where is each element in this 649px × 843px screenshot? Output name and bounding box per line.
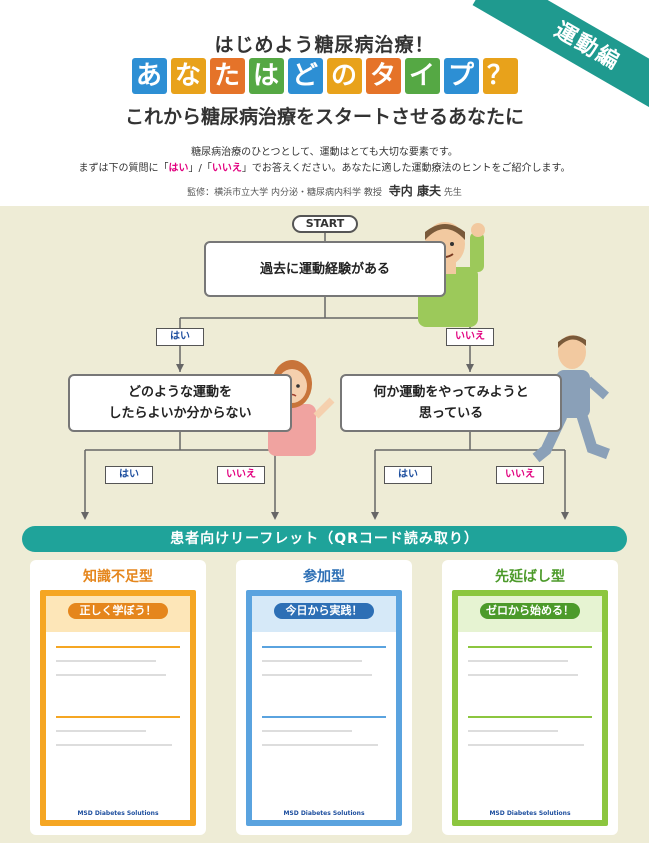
- intro-text-part: 」でお答えください。あなたに適した運動療法のヒントをご紹介します。: [241, 163, 571, 174]
- leaflet-title: 今日から実践！: [274, 603, 374, 619]
- yes-tag: はい: [105, 466, 153, 484]
- leaflet-page: 今日から実践！ MSD Diabetes Solutions: [252, 596, 396, 820]
- leaflet-content: [262, 744, 378, 746]
- card-title: 知識不足型: [83, 569, 153, 585]
- supervisor-honorific: 先生: [443, 188, 462, 198]
- leaflet-content: [56, 716, 180, 718]
- question-3-line-1: 何か運動をやってみようと: [373, 385, 529, 400]
- tagline: はじめよう糖尿病治療！: [214, 34, 435, 56]
- leaflet-content: [262, 646, 386, 648]
- leaflet-content: [468, 674, 578, 676]
- leaflet-title: ゼロから始める！: [480, 603, 580, 619]
- leaflet-content: [262, 716, 386, 718]
- leaflet-content: [468, 730, 558, 732]
- title-tile: イ: [404, 58, 440, 94]
- leaflet-card-knowledge[interactable]: 知識不足型 正しく学ぼう！ MSD Diabetes Solutions: [30, 560, 206, 835]
- leaflet-content: [468, 660, 568, 662]
- start-label: START: [292, 215, 358, 233]
- supervisor: 監修：横浜市立大学 内分泌・糖尿病内科学 教授 寺内 康夫 先生: [0, 182, 649, 199]
- leaflet-thumbnail[interactable]: ゼロから始める！ MSD Diabetes Solutions: [452, 590, 608, 826]
- leaflet-page: 正しく学ぼう！ MSD Diabetes Solutions: [46, 596, 190, 820]
- intro-no: いいえ: [211, 163, 242, 174]
- intro-line-2: まずは下の質問に「はい」/「いいえ」でお答えください。あなたに適した運動療法のヒ…: [0, 161, 649, 177]
- yes-tag: はい: [156, 328, 204, 346]
- leaflet-content: [262, 660, 362, 662]
- title-tile: の: [326, 58, 362, 94]
- leaflet-thumbnail[interactable]: 正しく学ぼう！ MSD Diabetes Solutions: [40, 590, 196, 826]
- intro-text-part: まずは下の質問に「: [78, 163, 169, 174]
- question-1-text: 過去に運動経験がある: [259, 261, 390, 277]
- header: 運動編 はじめよう糖尿病治療！ あ な た は ど の タ イ プ ？ これから…: [0, 0, 649, 206]
- leaflet-card-procrastination[interactable]: 先延ばし型 ゼロから始める！ MSD Diabetes Solutions: [442, 560, 618, 835]
- leaflet-content: [56, 674, 166, 676]
- supervisor-label: 監修：横浜市立大学 内分泌・糖尿病内科学 教授: [187, 188, 382, 198]
- intro-yes: はい: [168, 163, 189, 174]
- supervisor-name: 寺内 康夫: [388, 184, 441, 198]
- no-tag: いいえ: [496, 466, 544, 484]
- leaflet-page: ゼロから始める！ MSD Diabetes Solutions: [458, 596, 602, 820]
- question-box-2: どのような運動を したらよいか分からない: [68, 374, 292, 432]
- title-tile: タ: [365, 58, 401, 94]
- title-tile: あ: [131, 58, 167, 94]
- leaflet-footer: MSD Diabetes Solutions: [283, 810, 365, 817]
- leaflet-thumbnail[interactable]: 今日から実践！ MSD Diabetes Solutions: [246, 590, 402, 826]
- intro-line-1: 糖尿病治療のひとつとして、運動はとても大切な要素です。: [191, 147, 458, 158]
- question-3-line-2: 思っている: [418, 406, 484, 421]
- yes-tag: はい: [384, 466, 432, 484]
- title-tile: は: [248, 58, 284, 94]
- leaflet-card-participation[interactable]: 参加型 今日から実践！ MSD Diabetes Solutions: [236, 560, 412, 835]
- leaflet-content: [56, 744, 172, 746]
- intro-text-part: 」/「: [188, 163, 212, 174]
- no-tag: いいえ: [446, 328, 494, 346]
- leaflet-content: [468, 646, 592, 648]
- leaflet-content: [262, 730, 352, 732]
- card-title: 参加型: [303, 569, 345, 585]
- title-tiles: あ な た は ど の タ イ プ ？: [0, 58, 649, 94]
- title-tile: プ: [443, 58, 479, 94]
- leaflet-content: [56, 646, 180, 648]
- title-tile: な: [170, 58, 206, 94]
- card-title: 先延ばし型: [495, 569, 565, 585]
- question-2-line-1: どのような運動を: [127, 385, 232, 400]
- leaflet-footer: MSD Diabetes Solutions: [489, 810, 571, 817]
- leaflet-content: [468, 716, 592, 718]
- intro-text: 糖尿病治療のひとつとして、運動はとても大切な要素です。 まずは下の質問に「はい」…: [0, 145, 649, 177]
- subtitle: これから糖尿病治療をスタートさせるあなたに: [124, 106, 524, 128]
- leaflet-footer: MSD Diabetes Solutions: [77, 810, 159, 817]
- leaflet-content: [56, 730, 146, 732]
- leaflet-title: 正しく学ぼう！: [68, 603, 168, 619]
- title-tile: ど: [287, 58, 323, 94]
- question-box-1: 過去に運動経験がある: [204, 241, 446, 297]
- no-tag: いいえ: [217, 466, 265, 484]
- question-2-line-2: したらよいか分からない: [108, 406, 252, 421]
- leaflet-content: [262, 674, 372, 676]
- leaflet-content: [468, 744, 584, 746]
- question-box-3: 何か運動をやってみようと 思っている: [340, 374, 562, 432]
- title-tile: た: [209, 58, 245, 94]
- leaflet-banner: 患者向けリーフレット（QRコード読み取り）: [22, 526, 627, 552]
- title-tile: ？: [482, 58, 518, 94]
- leaflet-content: [56, 660, 156, 662]
